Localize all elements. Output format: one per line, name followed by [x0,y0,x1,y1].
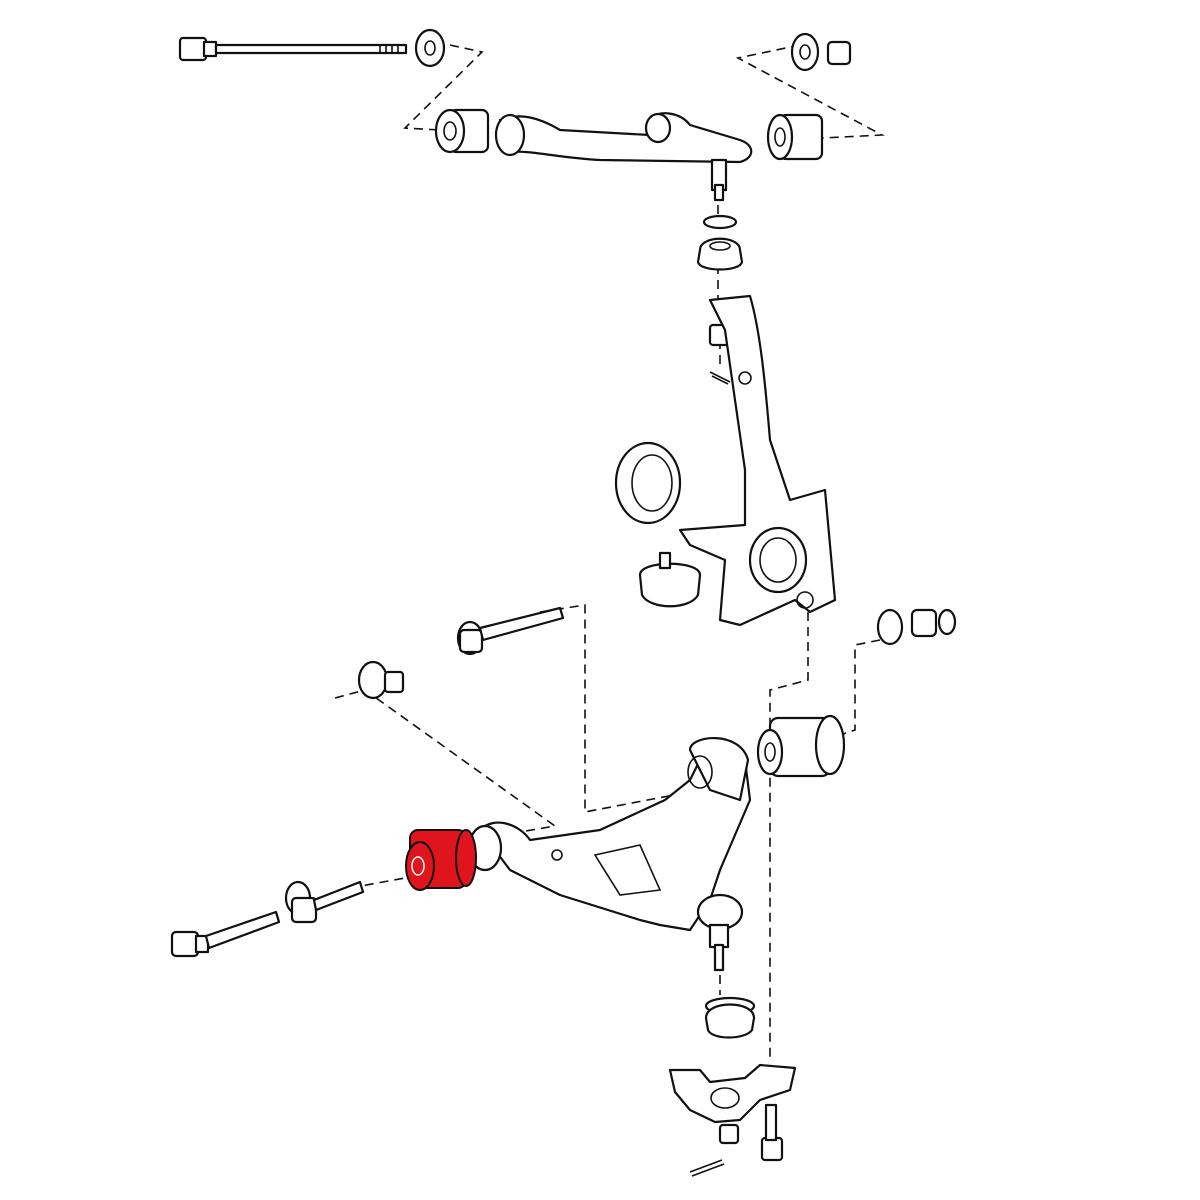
upper-arm-bushing-left [434,108,490,154]
cotter-pin-upper [709,371,731,385]
camber-bolt [456,606,565,656]
lower-nut [718,1123,740,1145]
upper-washer-left [414,28,446,68]
lower-control-arm-front-bushing[interactable] [405,829,477,891]
lower-cam-bolt [284,880,365,924]
guide-lines [334,44,885,1060]
lower-knuckle-arm [668,1063,797,1124]
steering-knuckle [678,294,837,627]
cam-plate-left [357,660,405,700]
upper-washer-right [790,32,852,72]
lower-ball-joint [696,893,744,972]
lower-front-bolt [170,910,281,958]
lower-bolt [760,1103,784,1162]
lower-rear-washers [876,608,957,646]
bump-stopper [638,551,702,608]
lower-dust-boot [704,996,756,1039]
ball-joint-dust-boot [696,237,744,271]
upper-arm-bolt [178,36,408,62]
oil-seal [614,441,682,525]
upper-control-arm [494,112,753,202]
cotter-pin-lower [689,1159,725,1177]
lower-control-arm [467,737,752,932]
snap-ring [702,214,738,230]
upper-arm-bushing-right [766,113,824,161]
lower-arm-rear-bushing [756,714,846,778]
